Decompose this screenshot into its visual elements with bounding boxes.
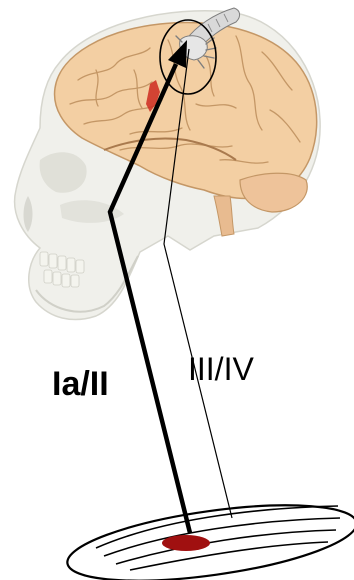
muscle-fiber-4 [130, 542, 328, 570]
label-ia-ii: Ia/II [52, 365, 109, 403]
muscle-fiber-3 [116, 530, 336, 564]
muscle-outer-ring [63, 491, 354, 580]
label-iii-iv: III/IV [188, 351, 254, 387]
muscle-illustration [63, 491, 354, 580]
muscle-receptor-region [162, 535, 210, 551]
